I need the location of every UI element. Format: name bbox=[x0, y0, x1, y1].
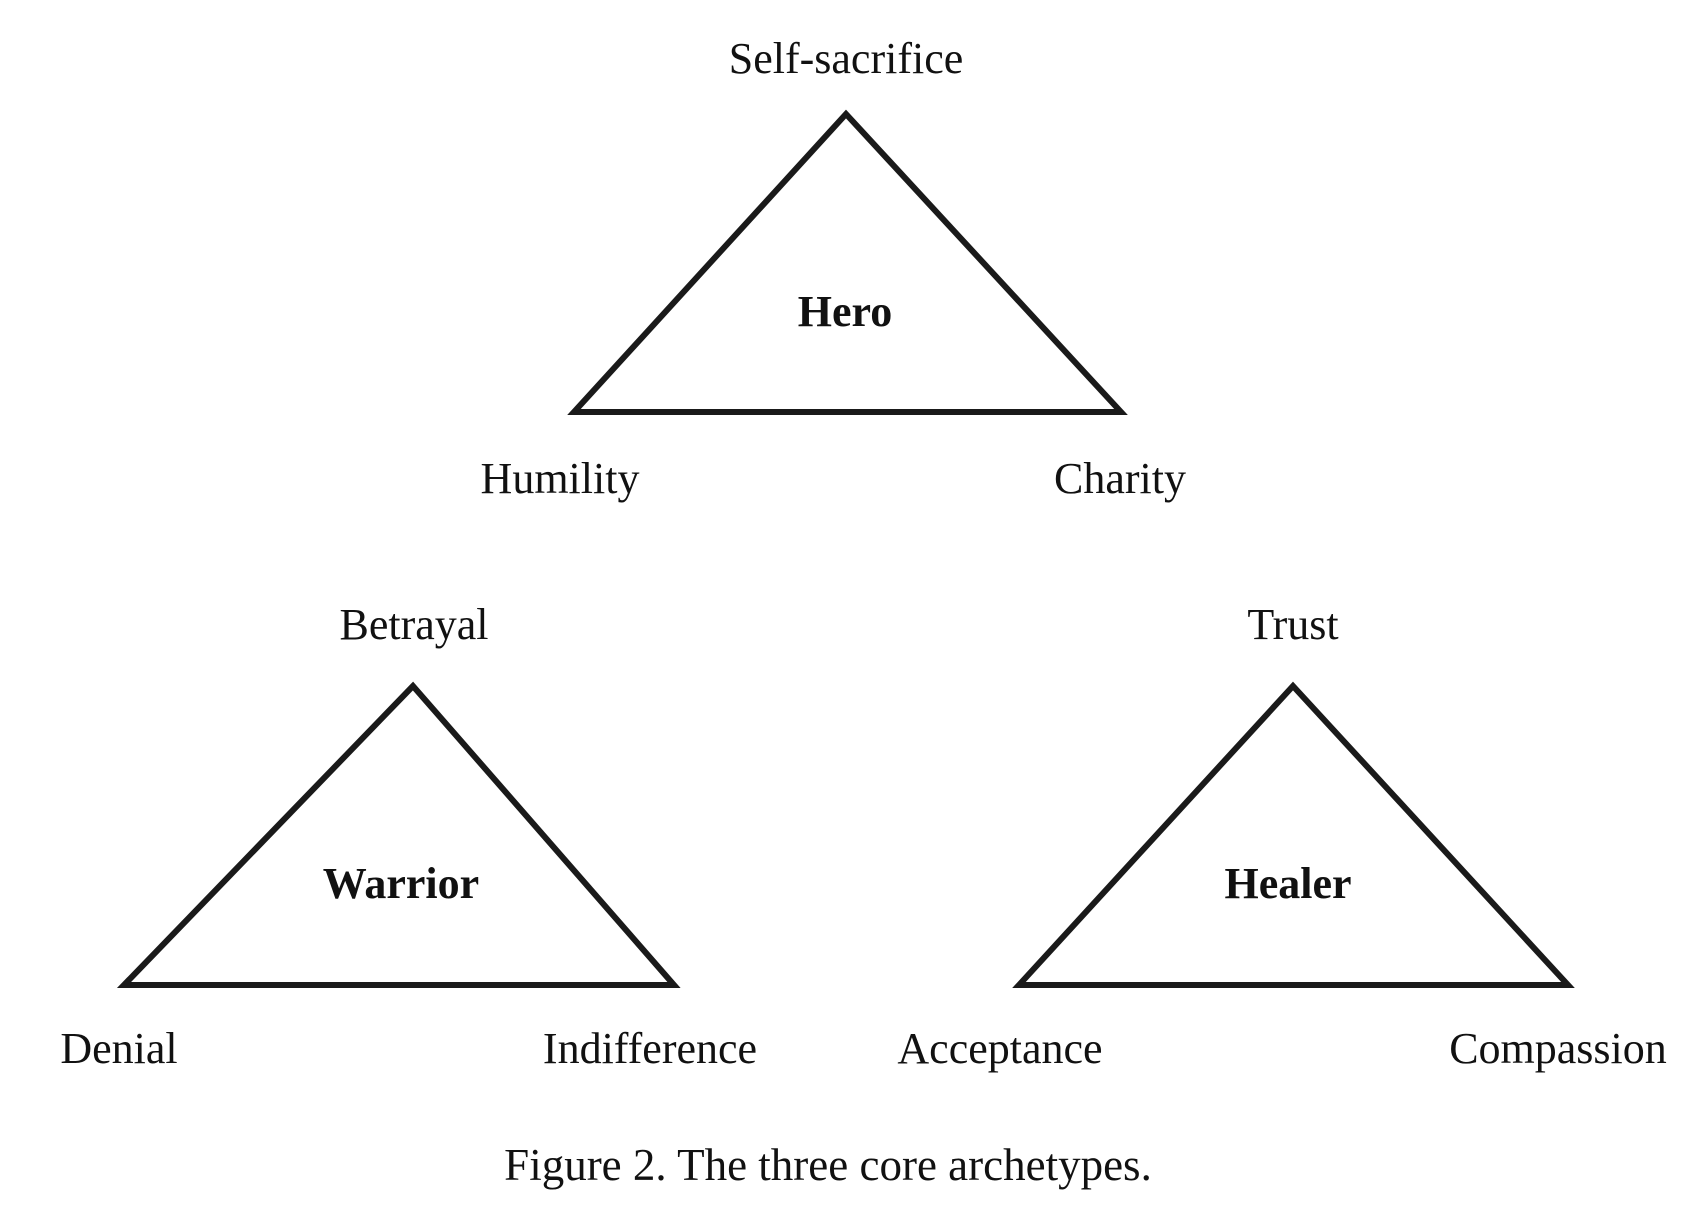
hero-archetype: Self-sacrifice Hero Humility Charity bbox=[481, 34, 1186, 503]
warrior-archetype: Betrayal Warrior Denial Indifference bbox=[60, 600, 757, 1073]
healer-archetype: Trust Healer Acceptance Compassion bbox=[897, 600, 1666, 1073]
hero-triangle bbox=[567, 109, 1128, 415]
healer-core-label: Healer bbox=[1224, 859, 1351, 908]
hero-right-label: Charity bbox=[1054, 454, 1186, 503]
warrior-right-label: Indifference bbox=[543, 1024, 757, 1073]
warrior-left-label: Denial bbox=[60, 1024, 177, 1073]
warrior-triangle bbox=[116, 681, 681, 988]
hero-top-label: Self-sacrifice bbox=[729, 34, 964, 83]
healer-triangle bbox=[1012, 681, 1575, 988]
hero-core-label: Hero bbox=[798, 287, 893, 336]
warrior-core-label: Warrior bbox=[323, 859, 479, 908]
healer-top-label: Trust bbox=[1247, 600, 1338, 649]
figure-caption: Figure 2. The three core archetypes. bbox=[504, 1140, 1152, 1190]
healer-left-label: Acceptance bbox=[897, 1024, 1102, 1073]
healer-right-label: Compassion bbox=[1449, 1024, 1667, 1073]
hero-left-label: Humility bbox=[481, 454, 640, 503]
warrior-top-label: Betrayal bbox=[339, 600, 488, 649]
